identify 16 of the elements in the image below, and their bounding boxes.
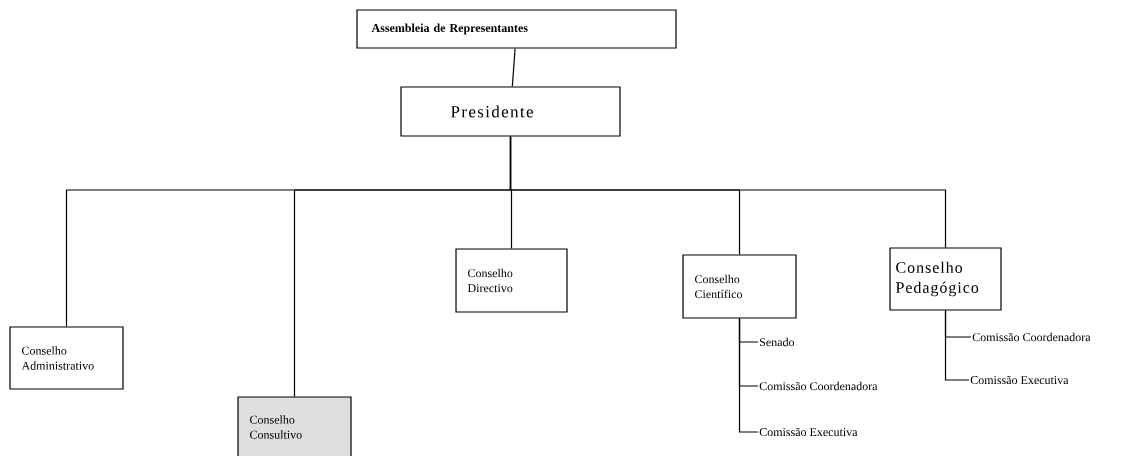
president-box: Presidente <box>400 86 621 137</box>
council-box: Conselho Pedagógico <box>889 247 1002 311</box>
title-box: Assembleia de Representantes <box>356 9 677 49</box>
council-box: Conselho Administrativo <box>9 326 124 390</box>
sub-body-label: Comissão Coordenadora <box>759 381 878 391</box>
connector-line <box>511 48 516 87</box>
sub-body-label: Senado <box>760 337 795 347</box>
council-box: Conselho Directivo <box>455 248 568 313</box>
sub-body-label: Comissão Executiva <box>970 375 1069 385</box>
sub-body-label: Comissão Coordenadora <box>972 332 1091 342</box>
connector-line <box>509 136 947 248</box>
connector-line <box>944 310 970 381</box>
sub-body-label: Comissão Executiva <box>759 427 858 437</box>
council-box: Conselho Científico <box>682 254 797 319</box>
connector-line <box>738 318 759 433</box>
council-box: Conselho Consultivo <box>237 396 352 456</box>
